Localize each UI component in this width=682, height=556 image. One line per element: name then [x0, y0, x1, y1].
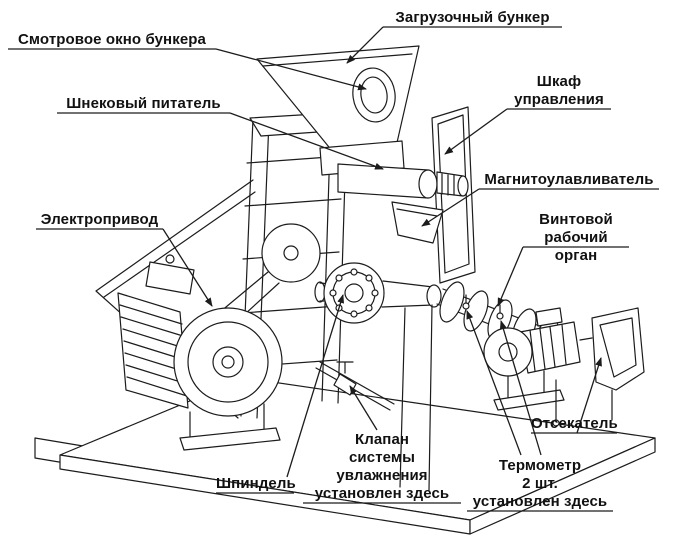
- label-control-cabinet: Шкаф управления: [514, 73, 604, 108]
- right-motor-shape: [483, 307, 581, 427]
- label-spindle: Шпиндель: [216, 475, 296, 492]
- label-humidify-valve: Клапан системы увлажнения установлен зде…: [314, 431, 450, 502]
- base-skid: [34, 377, 656, 535]
- label-inspection-window: Смотровое окно бункера: [18, 31, 206, 48]
- label-loading-hopper: Загрузочный бункер: [395, 9, 550, 26]
- leader-lines: [162, 26, 602, 478]
- hopper-shape: [256, 45, 420, 176]
- label-underlines: [8, 26, 659, 512]
- electric-motor-shape: [117, 254, 283, 451]
- label-screw-feeder: Шнековый питатель: [66, 95, 221, 112]
- label-working-screw: Винтовой рабочий орган: [539, 211, 613, 264]
- magnet-catcher-shape: [391, 201, 444, 244]
- label-magnet-catcher: Магнитоулавливатель: [484, 171, 654, 188]
- label-electric-drive: Электропривод: [40, 211, 159, 228]
- screw-feeder-shape: [337, 163, 469, 199]
- cutter-shape: [579, 307, 645, 421]
- inspection-window-shape: [352, 67, 396, 123]
- label-thermometer: Термометр 2 шт. установлен здесь: [472, 457, 608, 510]
- label-cutter: Отсекатель: [531, 415, 618, 432]
